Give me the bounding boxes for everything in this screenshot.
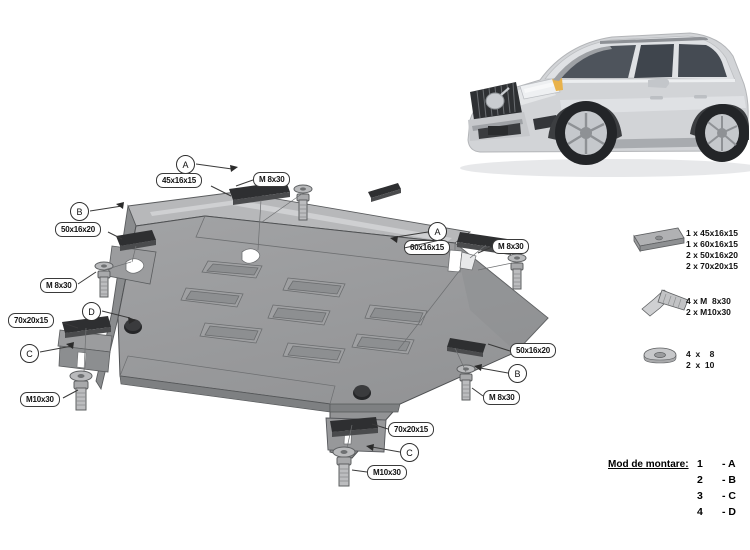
legend-spacers-list-3: 2 x 50x16x20 <box>686 250 738 261</box>
mounting-row-3-num: 3 <box>697 490 703 502</box>
label-bolt-m10-left: M10x30 <box>20 392 60 407</box>
label-text: 60x16x15 <box>410 243 444 252</box>
label-text: M10x30 <box>26 395 54 404</box>
label-bolt-m8-right: M 8x30 <box>492 239 530 254</box>
callout-c-left: C <box>20 344 39 363</box>
spacer-70-bottom-part <box>330 417 378 432</box>
callout-letter: C <box>26 348 33 359</box>
mounting-row-2-num: 2 <box>697 474 703 486</box>
label-text: 50x16x20 <box>61 225 95 234</box>
legend-washers-list-2: 2 x 10 <box>686 360 714 371</box>
label-text: M 8x30 <box>46 281 72 290</box>
label-spacer-70-bottom: 70x20x15 <box>388 422 434 437</box>
mounting-row-4-letter: - D <box>722 506 736 518</box>
callout-letter: A <box>182 159 189 170</box>
callout-letter: B <box>76 206 83 217</box>
callout-letter: D <box>88 306 95 317</box>
mounting-row-3-letter: - C <box>722 490 736 502</box>
legend-washer-line: 4 x 8 <box>686 349 715 359</box>
label-spacer-50-left: 50x16x20 <box>55 222 101 237</box>
legend-washer-line: 2 x 10 <box>686 360 715 370</box>
spacer-50-right-part <box>447 338 486 353</box>
mounting-row-4-num: 4 <box>697 506 703 518</box>
label-spacer-45: 45x16x15 <box>156 173 202 188</box>
legend-spacers-list: 1 x 45x16x15 <box>686 228 738 239</box>
label-bolt-m8-top: M 8x30 <box>253 172 291 187</box>
label-text: M10x30 <box>373 468 401 477</box>
legend-spacer-line: 2 x 70x20x15 <box>686 261 738 271</box>
volvo-xc60-illustration <box>460 32 750 177</box>
label-bolt-m8-bottom-right: M 8x30 <box>483 390 521 405</box>
callout-d-left: D <box>82 302 101 321</box>
spacer-70-left-part <box>62 316 111 333</box>
legend-spacers-list-4: 2 x 70x20x15 <box>686 261 738 272</box>
skid-plate-body <box>57 191 549 459</box>
bolt-right-a <box>507 253 527 290</box>
legend-spacer-line: 1 x 45x16x15 <box>686 228 738 238</box>
mounting-row-1-num: 1 <box>697 458 703 470</box>
mounting-row-1-letter: - A <box>722 458 736 470</box>
label-bolt-m10-bottom: M10x30 <box>367 465 407 480</box>
bolt-left <box>94 261 114 298</box>
callout-b-left: B <box>70 202 89 221</box>
callout-b-right: B <box>508 364 527 383</box>
legend-washers-list: 4 x 8 <box>686 349 714 360</box>
callout-letter: A <box>434 226 441 237</box>
legend-washer-icon <box>643 347 677 364</box>
fasteners <box>69 184 527 487</box>
label-text: 70x20x15 <box>394 425 428 434</box>
legend-spacers-list-2: 1 x 60x16x15 <box>686 239 738 250</box>
spacer-50-left-part <box>116 230 156 246</box>
label-bolt-m8-left: M 8x30 <box>40 278 78 293</box>
label-text: M 8x30 <box>259 175 285 184</box>
legend-spacer-icon <box>633 227 685 253</box>
label-text: 70x20x15 <box>14 316 48 325</box>
callout-letter: B <box>514 368 521 379</box>
label-spacer-50-right: 50x16x20 <box>510 343 556 358</box>
callout-letter: C <box>406 447 413 458</box>
label-spacer-60-right: 60x16x15 <box>404 240 450 255</box>
legend-bolt-line: 2 x M10x30 <box>686 307 731 317</box>
legend-spacer-line: 1 x 60x16x15 <box>686 239 738 249</box>
mounting-row-2-letter: - B <box>722 474 736 486</box>
spacer-loose-part <box>368 183 401 198</box>
legend-bolt-line: 4 x M 8x30 <box>686 296 731 306</box>
callout-c-bottom: C <box>400 443 419 462</box>
legend-bolt-icon <box>641 289 689 317</box>
label-text: M 8x30 <box>489 393 515 402</box>
label-text: M 8x30 <box>498 242 524 251</box>
label-spacer-70-left: 70x20x15 <box>8 313 54 328</box>
legend-bolts-list: 4 x M 8x30 <box>686 296 731 307</box>
mounting-table-title: Mod de montare: <box>608 459 689 470</box>
bolt-bottom <box>332 446 356 487</box>
bolt-top <box>293 184 313 221</box>
legend-spacer-line: 2 x 50x16x20 <box>686 250 738 260</box>
legend-bolts-list-2: 2 x M10x30 <box>686 307 731 318</box>
label-text: 50x16x20 <box>516 346 550 355</box>
label-text: 45x16x15 <box>162 176 196 185</box>
bolt-right-b <box>456 364 476 401</box>
bolt-left-bottom <box>69 370 93 411</box>
